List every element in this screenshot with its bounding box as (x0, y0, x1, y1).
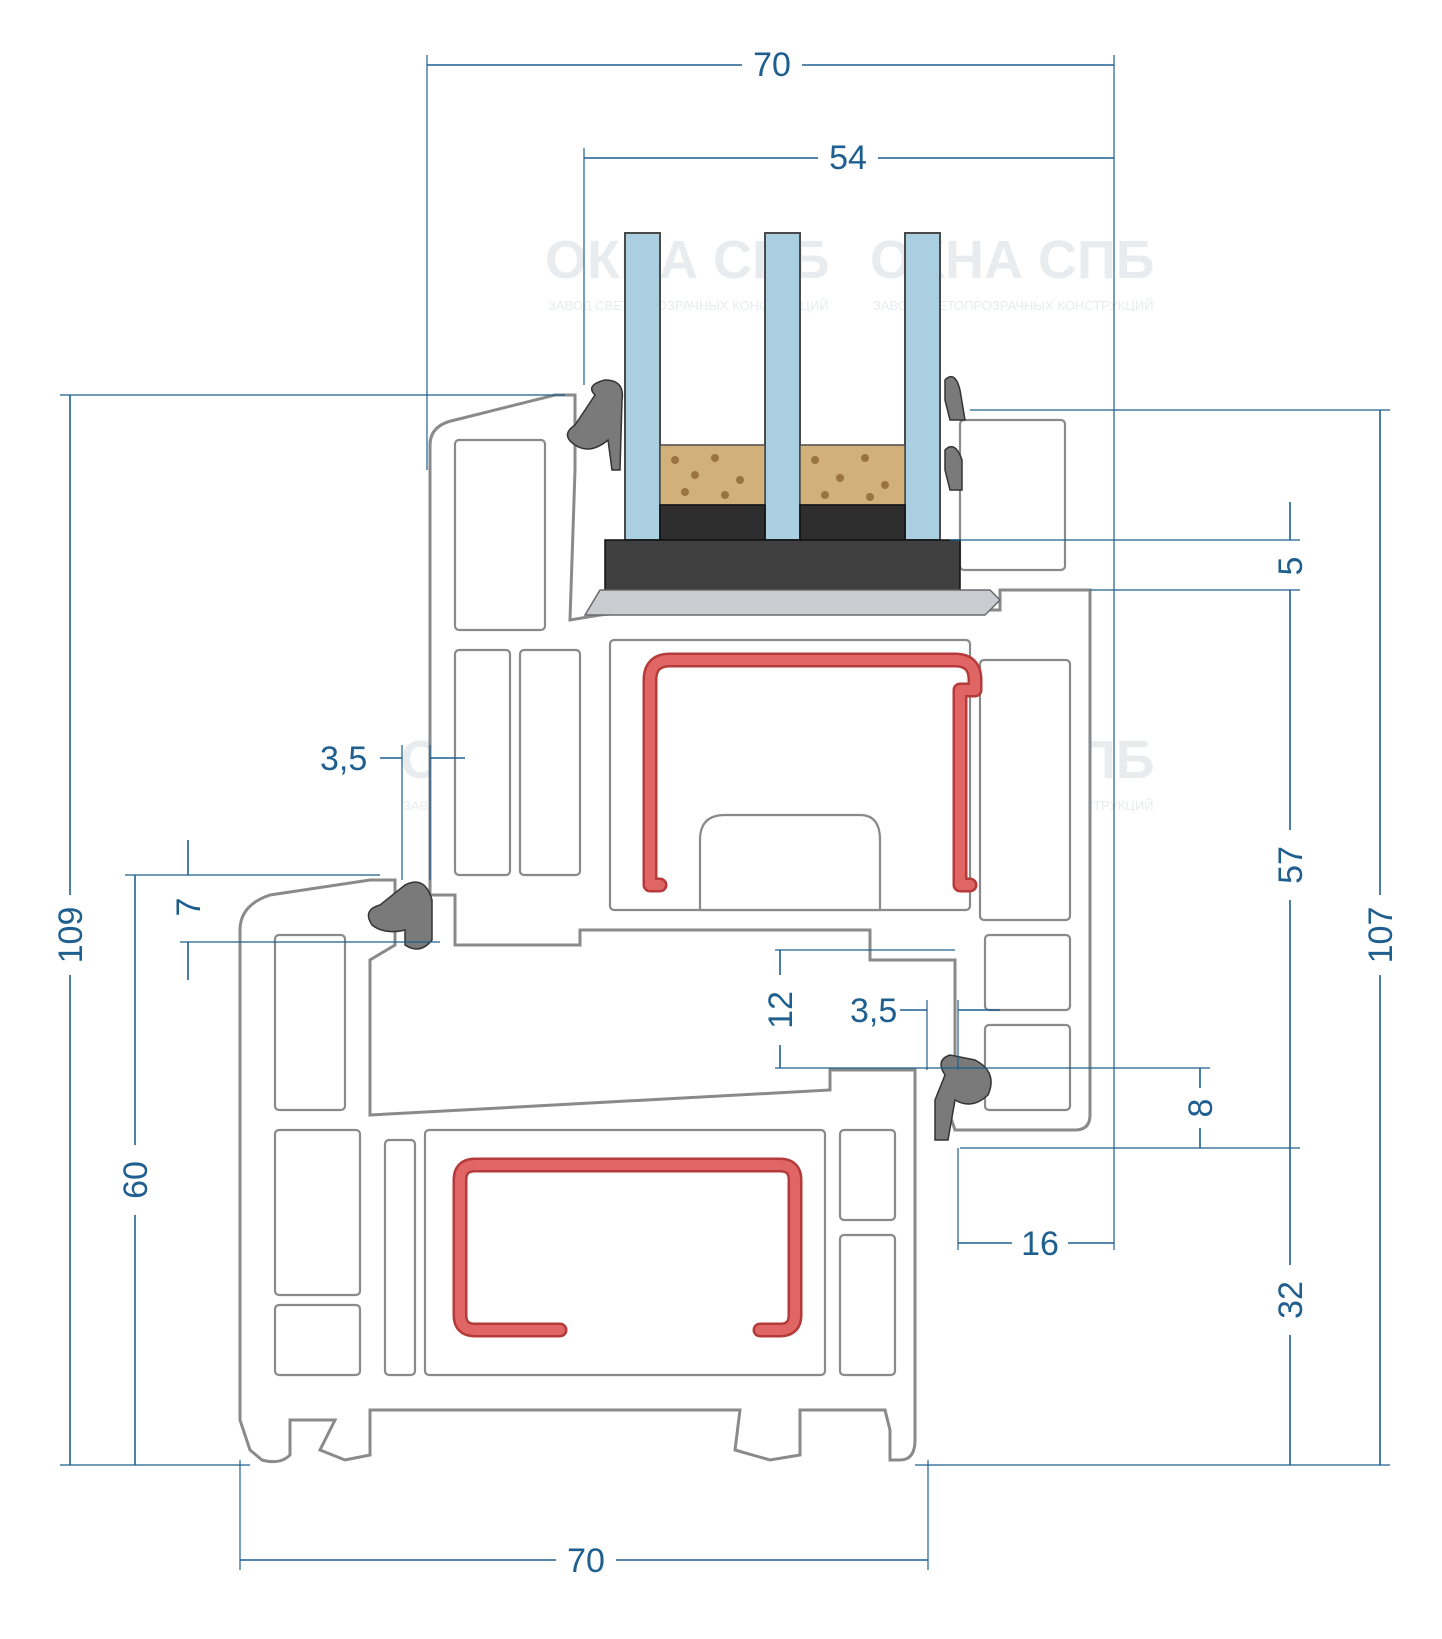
secondary-sealant-1 (659, 504, 766, 541)
watermark-tagline-1: ЗАВОД СВЕТОПРОЗРАЧНЫХ КОНСТРУКЦИЙ (548, 298, 829, 313)
glazing-pad (583, 589, 1002, 616)
dim-total-height-left: 109 (52, 907, 90, 964)
glass-pane-1 (624, 232, 661, 541)
glazing-gasket-left (566, 379, 624, 471)
dim-sash-overlap: 16 (1021, 1225, 1059, 1263)
seal-gasket-right (934, 1054, 992, 1141)
sash-profile (428, 393, 1092, 1132)
watermark-tagline-2: ЗАВОД СВЕТОПРОЗРАЧНЫХ КОНСТРУКЦИЙ (873, 298, 1154, 313)
dim-rebate-height: 5 (1272, 557, 1310, 576)
dim-inner-rebate: 12 (762, 991, 800, 1029)
dim-gasket-gap: 7 (170, 898, 208, 917)
glazing-gasket-right-top (944, 375, 966, 421)
glass-pane-3 (904, 232, 941, 541)
dim-frame-base: 32 (1272, 1281, 1310, 1319)
dimension-labels: 70 54 109 60 7 3,5 107 5 57 32 8 12 3,5 … (52, 42, 1400, 1580)
secondary-sealant-2 (799, 504, 906, 541)
dim-sash-height: 57 (1272, 846, 1310, 884)
setting-block (604, 539, 961, 591)
dim-seal-height: 8 (1182, 1099, 1220, 1118)
spacer-desiccant-2 (799, 444, 906, 506)
glazing-gasket-right-bottom (944, 445, 963, 491)
dim-total-height-right: 107 (1362, 907, 1400, 964)
dim-bottom-frame-width: 70 (567, 1542, 605, 1580)
dim-frame-height: 60 (117, 1161, 155, 1199)
seal-gasket-left (367, 881, 433, 950)
dim-overlap-left: 3,5 (320, 740, 367, 778)
spacer-desiccant-1 (659, 444, 766, 506)
steel-reinforcements (452, 652, 983, 1338)
dim-overlap-right: 3,5 (850, 992, 897, 1030)
desiccant-dots (671, 454, 889, 501)
dim-glazing-depth: 54 (829, 139, 867, 177)
dim-top-sash-width: 70 (753, 46, 791, 84)
glazing-unit (583, 232, 1002, 616)
glass-pane-2 (764, 232, 801, 541)
gaskets (367, 375, 992, 1141)
